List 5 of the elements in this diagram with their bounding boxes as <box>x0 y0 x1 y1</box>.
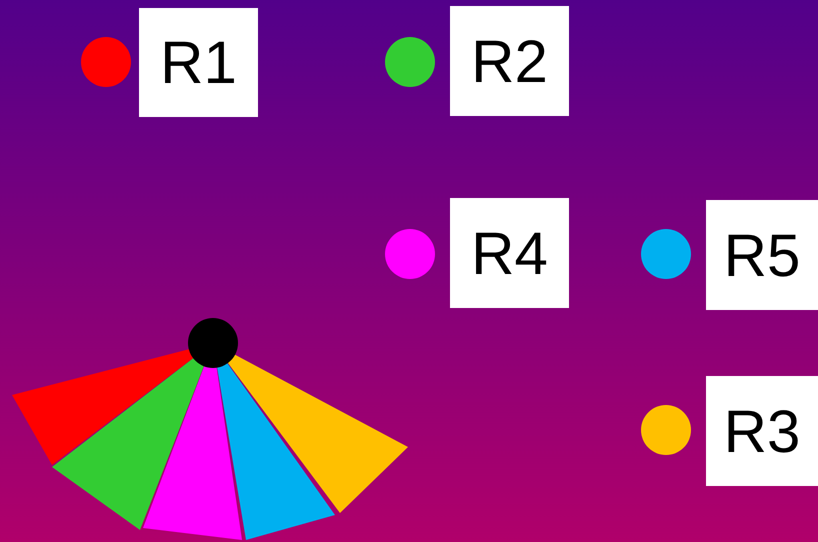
legend-label: R3 <box>706 376 818 486</box>
legend-label: R4 <box>450 198 569 308</box>
legend-label: R1 <box>139 8 258 117</box>
legend-label: R5 <box>706 200 818 310</box>
legend-label: R2 <box>450 6 569 116</box>
